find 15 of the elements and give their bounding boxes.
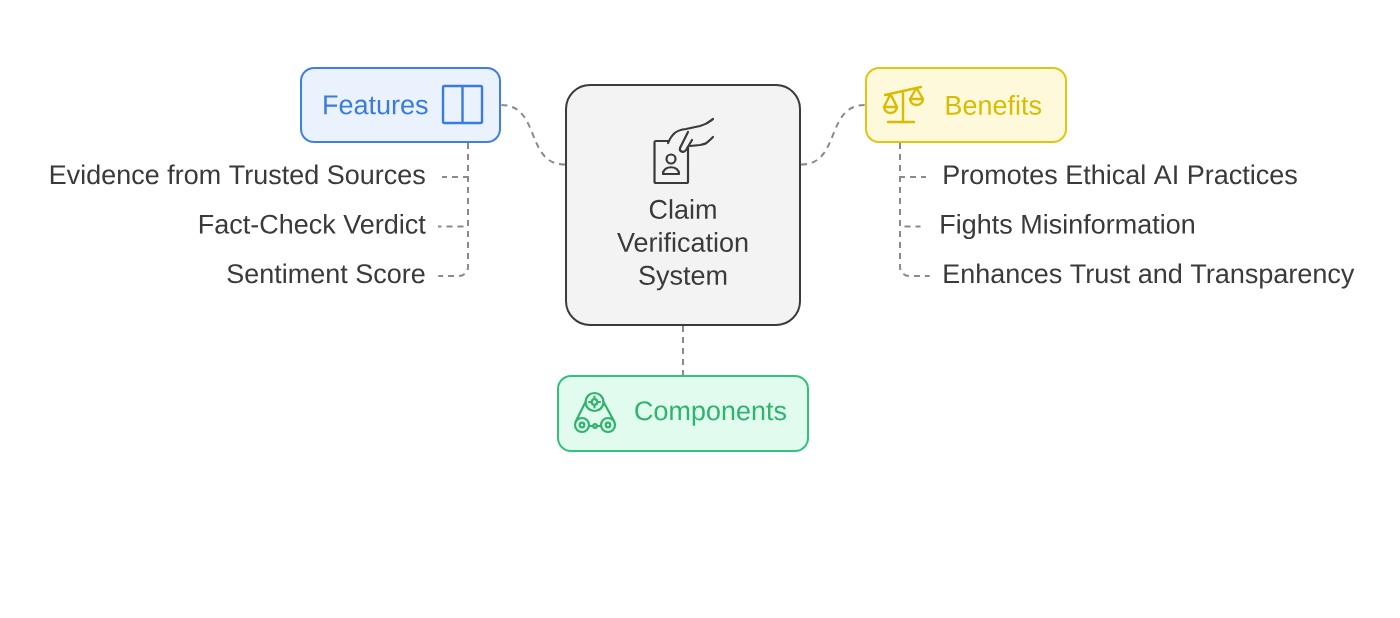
item-label: Fact-Check Verdict (199, 213, 426, 234)
item-label: Promotes Ethical AI Practices (944, 164, 1297, 185)
item-label: Sentiment Score (227, 263, 425, 284)
connector-line (682, 325, 684, 376)
connector-line (437, 142, 469, 277)
connector-line (800, 104, 866, 166)
category-box: Features (300, 67, 501, 143)
category-box: Benefits (865, 67, 1067, 143)
item-label: Evidence from Trusted Sources (50, 164, 425, 185)
category-box: Components (557, 375, 809, 452)
connector-line (899, 142, 931, 277)
connector-line (500, 104, 566, 166)
process-box: Claim Verification System (565, 84, 801, 326)
item-label: Fights Misinformation (941, 213, 1194, 240)
item-label: Enhances Trust and Transparency (944, 263, 1355, 289)
